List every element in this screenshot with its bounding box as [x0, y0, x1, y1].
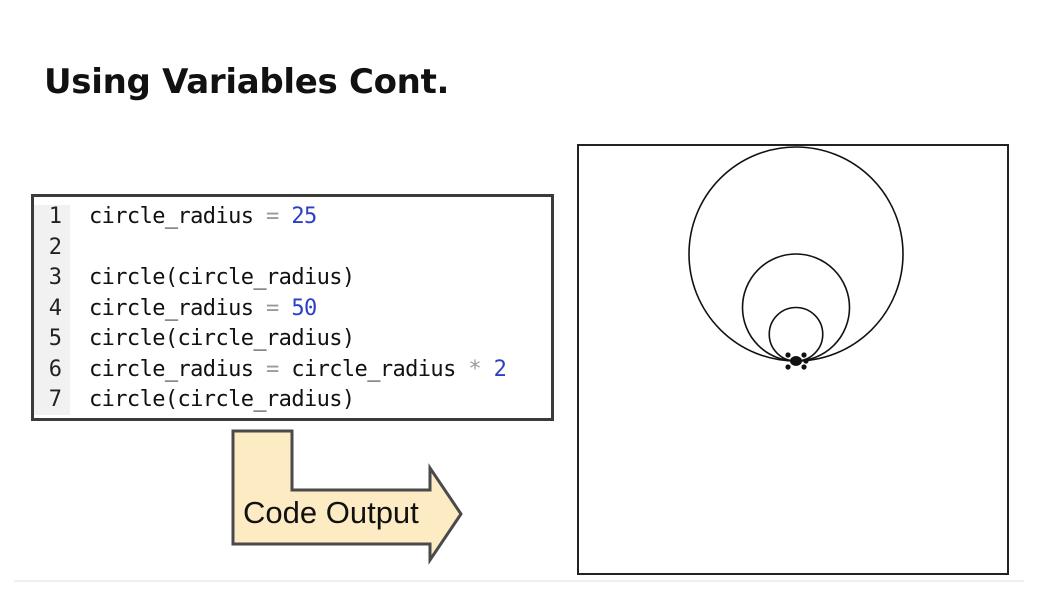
slide-title: Using Variables Cont.: [44, 62, 450, 102]
line-number: 3: [48, 265, 62, 290]
line-number: 6: [48, 356, 62, 382]
turtle-output-canvas: [577, 144, 1009, 575]
divider: [14, 580, 1024, 582]
line-code: circle_radius = 25: [89, 204, 317, 229]
line-code: circle_radius = circle_radius * 2: [89, 356, 507, 382]
turtle-drawing: [688, 146, 904, 370]
line-code: circle(circle_radius): [89, 326, 355, 351]
code-output-arrow: Code Output: [230, 428, 465, 565]
code-line: 7 circle(circle_radius): [34, 385, 544, 415]
code-line: 1 circle_radius = 25: [34, 202, 544, 232]
line-number: 2: [48, 234, 62, 260]
line-number: 5: [48, 326, 62, 351]
code-editor: 1 circle_radius = 25 2 3 circle(circle_radiu…: [31, 194, 554, 421]
code-line: 2: [34, 233, 544, 263]
code-output-label: Code Output: [243, 495, 419, 530]
code-line: 6 circle_radius = circle_radius * 2: [34, 355, 544, 385]
line-number: 4: [48, 295, 62, 321]
turtle-icon: [785, 352, 809, 370]
line-code: circle_radius = 50: [89, 295, 317, 321]
code-line: 4 circle_radius = 50: [34, 294, 544, 324]
line-number-gutter: [34, 205, 70, 415]
code-line: 3 circle(circle_radius): [34, 263, 544, 293]
line-number: 7: [48, 387, 62, 412]
bent-arrow-icon: [231, 429, 463, 565]
code-line: 5 circle(circle_radius): [34, 324, 544, 354]
line-code: circle(circle_radius): [89, 265, 355, 290]
circle-radius-25: [768, 306, 824, 362]
line-code: circle(circle_radius): [89, 387, 355, 412]
line-number: 1: [48, 204, 62, 229]
